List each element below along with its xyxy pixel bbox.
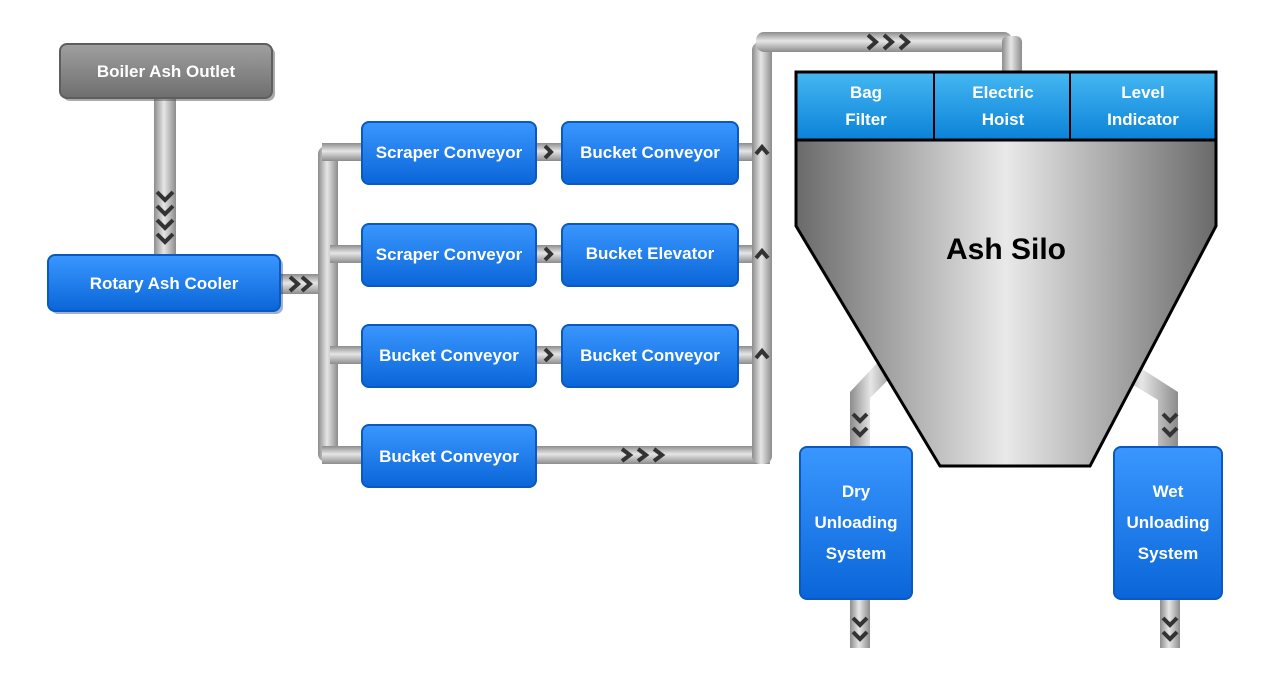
right-chevron-icon: [288, 275, 302, 293]
dry-unloading-label-line1: Dry: [842, 482, 871, 501]
wet-unloading-label-line3: System: [1138, 544, 1198, 563]
row1-second-node: Bucket Conveyor: [561, 121, 739, 185]
down-chevron-icon: [851, 412, 869, 424]
row2-first-node: Scraper Conveyor: [361, 223, 537, 287]
pipe-top-run: [756, 32, 1012, 52]
rotary-ash-cooler-node: Rotary Ash Cooler: [47, 254, 283, 314]
right-chevron-icon: [636, 447, 650, 463]
bag-filter-label-line1: Bag: [850, 83, 882, 102]
pipe-boiler-to-cooler: [154, 96, 176, 256]
right-chevron-icon: [543, 347, 554, 363]
ash-silo-title: Ash Silo: [946, 233, 1066, 266]
ash-silo: Bag Filter Electric Hoist Level Indicato…: [794, 70, 1218, 468]
row1-first-label: Scraper Conveyor: [376, 143, 523, 162]
down-chevron-icon: [1161, 616, 1179, 628]
electric-hoist-label-line2: Hoist: [982, 110, 1025, 129]
wet-unloading-node: Wet Unloading System: [1113, 446, 1223, 600]
level-indicator-label-line1: Level: [1121, 83, 1164, 102]
row3-second-label: Bucket Conveyor: [580, 346, 720, 365]
down-chevron-icon: [851, 426, 869, 438]
right-chevron-icon: [620, 447, 634, 463]
right-chevron-icon: [882, 33, 896, 51]
dry-unloading-label-line2: Unloading: [814, 513, 897, 532]
down-chevron-icon: [1161, 630, 1179, 642]
row3-first-node: Bucket Conveyor: [361, 324, 537, 388]
pipe-row4-out: [536, 446, 770, 464]
pipe-branch-row4: [322, 446, 366, 464]
pipe-top-drop: [1002, 36, 1022, 76]
boiler-ash-outlet-label: Boiler Ash Outlet: [97, 62, 236, 81]
down-chevron-icon: [155, 204, 175, 217]
down-chevron-icon: [851, 630, 869, 642]
row2-second-label: Bucket Elevator: [586, 244, 715, 263]
wet-unloading-label-line2: Unloading: [1126, 513, 1209, 532]
up-chevron-icon: [754, 247, 770, 260]
row4-first-label: Bucket Conveyor: [379, 447, 519, 466]
right-chevron-icon: [543, 246, 554, 262]
dry-unloading-label-line3: System: [826, 544, 886, 563]
level-indicator-label-line2: Indicator: [1107, 110, 1179, 129]
dry-unloading-node: Dry Unloading System: [799, 446, 913, 600]
pipe-silo-right-outlet: [1112, 360, 1178, 450]
boiler-ash-outlet-node: Boiler Ash Outlet: [59, 43, 275, 101]
up-chevron-icon: [754, 347, 770, 360]
row1-first-node: Scraper Conveyor: [361, 121, 537, 185]
down-chevron-icon: [1161, 426, 1179, 438]
right-chevron-icon: [866, 33, 880, 51]
right-chevron-icon: [652, 447, 666, 463]
pipe-branch-row1: [322, 143, 366, 161]
row1-second-label: Bucket Conveyor: [580, 143, 720, 162]
wet-unloading-label-line1: Wet: [1153, 482, 1184, 501]
right-chevron-icon: [300, 275, 314, 293]
pipe-branch-row2: [330, 245, 366, 263]
row4-first-node: Bucket Conveyor: [361, 424, 537, 488]
down-chevron-icon: [851, 616, 869, 628]
down-chevron-icon: [155, 190, 175, 203]
right-chevron-icon: [543, 144, 554, 160]
silo-header: [794, 70, 1218, 142]
row2-second-node: Bucket Elevator: [561, 223, 739, 287]
down-chevron-icon: [1161, 412, 1179, 424]
pipe-silo-left-outlet: [850, 360, 896, 450]
up-chevron-icon: [754, 143, 770, 156]
row3-first-label: Bucket Conveyor: [379, 346, 519, 365]
row3-second-node: Bucket Conveyor: [561, 324, 739, 388]
pipe-branch-row3: [330, 346, 366, 364]
pipe-left-manifold: [318, 146, 338, 462]
electric-hoist-label-line1: Electric: [972, 83, 1033, 102]
rotary-ash-cooler-label: Rotary Ash Cooler: [90, 274, 239, 293]
row2-first-label: Scraper Conveyor: [376, 245, 523, 264]
down-chevron-icon: [155, 218, 175, 231]
bag-filter-label-line2: Filter: [845, 110, 887, 129]
right-chevron-icon: [898, 33, 912, 51]
flow-arrows: [155, 33, 1179, 642]
down-chevron-icon: [155, 232, 175, 245]
